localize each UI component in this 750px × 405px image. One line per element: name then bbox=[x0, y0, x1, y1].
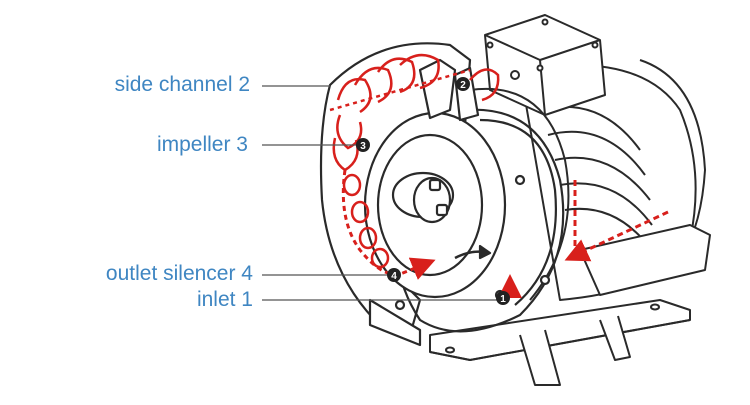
svg-text:2: 2 bbox=[460, 80, 466, 91]
base-plate bbox=[429, 299, 691, 386]
leader-lines bbox=[262, 85, 500, 301]
label-impeller: impeller 3 bbox=[156, 133, 248, 156]
svg-text:4: 4 bbox=[391, 271, 397, 282]
svg-text:3: 3 bbox=[360, 141, 366, 152]
side-channel-flow bbox=[329, 53, 500, 172]
inlet-flow-path bbox=[498, 180, 669, 298]
outlet-silencer-coils bbox=[342, 173, 390, 269]
marker-1: 1 bbox=[496, 291, 510, 305]
motor bbox=[469, 14, 711, 301]
label-inlet: inlet 1 bbox=[196, 288, 253, 311]
label-side-channel: side channel 2 bbox=[114, 73, 250, 96]
marker-3: 3 bbox=[356, 138, 370, 152]
blower-housing bbox=[319, 42, 565, 347]
marker-2: 2 bbox=[456, 77, 470, 91]
svg-text:1: 1 bbox=[500, 294, 506, 305]
label-outlet-silencer: outlet silencer 4 bbox=[105, 262, 253, 285]
marker-4: 4 bbox=[387, 268, 401, 282]
